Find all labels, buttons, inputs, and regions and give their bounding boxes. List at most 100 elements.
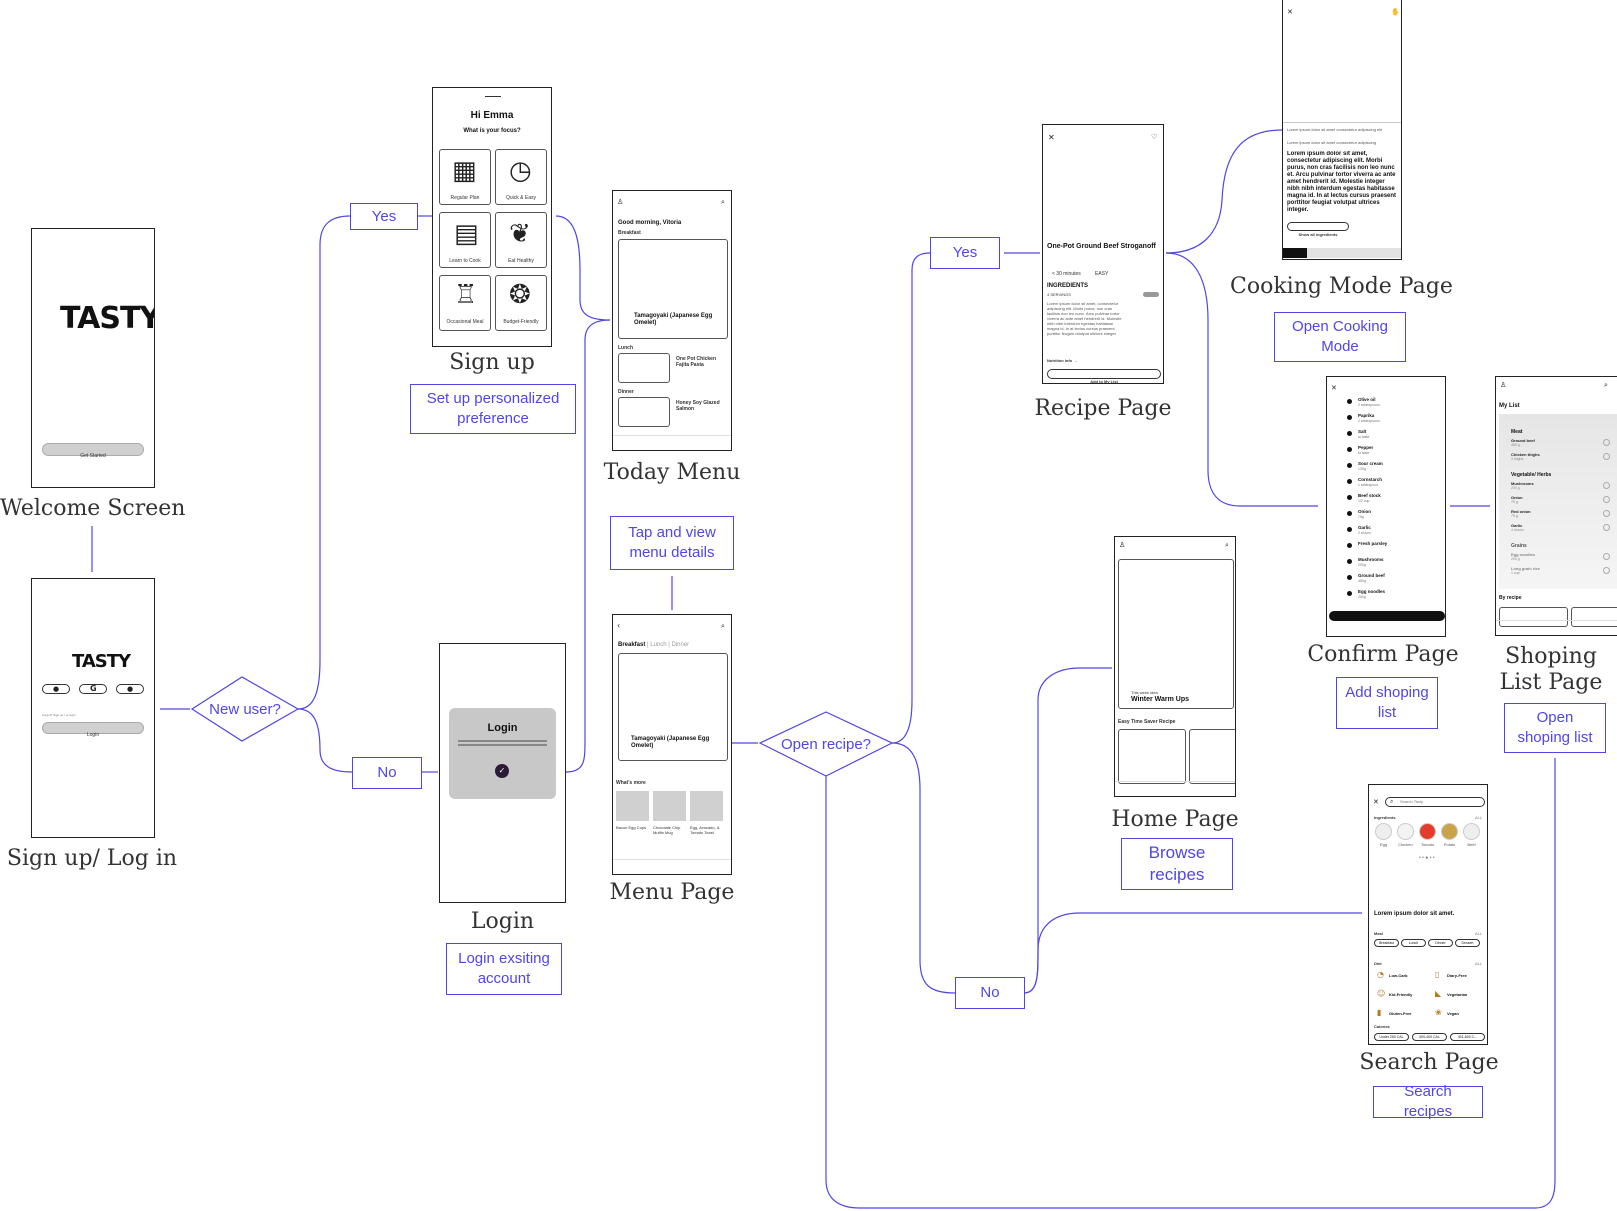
profile-icon[interactable]: ♙ [1119, 541, 1126, 549]
diet-option[interactable]: Low-Carb [1389, 973, 1408, 978]
diet-option[interactable]: Vegetarian [1447, 992, 1468, 997]
step-check-1[interactable]: Lorem ipsum dolor sit amet consectetur a… [1287, 127, 1383, 132]
ingredients-all-link[interactable]: ALL [1475, 815, 1483, 820]
meal-chip[interactable]: Lunch [1401, 939, 1426, 947]
lunch-item[interactable]: One Pot Chicken Fajita Pasta [676, 356, 717, 368]
step-check-2[interactable]: Lorem ipsum dolor sit amet consectetur a… [1287, 140, 1376, 145]
more-card-2[interactable] [653, 791, 686, 821]
ingredient-bullet[interactable] [1347, 511, 1352, 516]
diet-option[interactable]: Gluten-Free [1389, 1011, 1412, 1016]
facebook-login-button[interactable]: ● [116, 684, 144, 694]
diet-all-link[interactable]: ALL [1475, 961, 1483, 966]
shop-item-checkbox[interactable] [1603, 496, 1610, 503]
recipe-tile-1[interactable] [1118, 729, 1186, 784]
shop-item-checkbox[interactable] [1603, 482, 1610, 489]
shop-item-checkbox[interactable] [1603, 453, 1610, 460]
option-learn-to-cook[interactable]: ▤ Learn to Cook [439, 212, 491, 268]
hand-icon[interactable]: ✋ [1391, 8, 1400, 16]
option-eat-healthy[interactable]: ❦ Eat Healthy [495, 212, 547, 268]
login-button[interactable]: Login [42, 722, 144, 738]
ingredient-bullet[interactable] [1347, 543, 1352, 548]
apple-login-button[interactable]: ● [42, 684, 70, 694]
meal-tabs[interactable]: Breakfast | Lunch | Dinner [618, 642, 689, 648]
ingredient-bullet[interactable] [1347, 527, 1352, 532]
more-item-3[interactable]: Egg, Avocado, & Tomato Toast [690, 825, 720, 835]
shop-item-checkbox[interactable] [1603, 553, 1610, 560]
calorie-chip[interactable]: 300-400 CAL [1412, 1033, 1447, 1041]
search-icon[interactable]: ⌕ [721, 198, 725, 206]
option-quick-easy[interactable]: ◷ Quick & Easy [495, 149, 547, 205]
close-icon[interactable]: ✕ [1331, 384, 1337, 392]
meal-chip[interactable]: Breakfast [1374, 939, 1399, 947]
diet-option[interactable]: Diary-Free [1447, 973, 1467, 978]
profile-icon[interactable]: ♙ [1500, 381, 1507, 389]
ingredient-chip-icon[interactable] [1463, 823, 1480, 840]
shop-item-checkbox[interactable] [1603, 567, 1610, 574]
diet-option[interactable]: Vegan [1447, 1011, 1459, 1016]
shop-item-checkbox[interactable] [1603, 510, 1610, 517]
featured-card[interactable]: Tamagoyaki (Japanese Egg Omelet) [618, 653, 728, 761]
ingredient-bullet[interactable] [1347, 463, 1352, 468]
ingredient-bullet[interactable] [1347, 415, 1352, 420]
ingredient-chip-icon[interactable] [1419, 823, 1436, 840]
serving-stepper[interactable] [1143, 292, 1159, 297]
more-card-3[interactable] [690, 791, 723, 821]
more-card-1[interactable] [616, 791, 649, 821]
close-icon[interactable]: ✕ [1373, 798, 1379, 806]
shop-item-checkbox[interactable] [1603, 524, 1610, 531]
login-field-1[interactable] [458, 740, 547, 742]
ingredient-bullet[interactable] [1347, 575, 1352, 580]
close-icon[interactable]: ✕ [1048, 133, 1055, 142]
recipe-tile-2[interactable] [1189, 729, 1235, 784]
heart-icon[interactable]: ♡ [1151, 133, 1158, 141]
meal-chip[interactable]: Dinner [1428, 939, 1453, 947]
forgot-text[interactable]: Forgot? Sign up / or login [42, 713, 76, 717]
option-regular-plan[interactable]: ▦ Regular Plan [439, 149, 491, 205]
meal-all-link[interactable]: ALL [1475, 931, 1483, 936]
calorie-chip[interactable]: Under 250 CAL [1374, 1033, 1409, 1041]
more-item-2[interactable]: Chocolate Chip Muffin Mug [653, 825, 681, 835]
option-occasional-meal[interactable]: ♖ Occasional Meal [439, 275, 491, 331]
google-login-button[interactable]: G [79, 684, 107, 694]
ingredient-bullet[interactable] [1347, 447, 1352, 452]
diet-option[interactable]: Kid-Friendly [1389, 992, 1413, 997]
step-bar[interactable] [1283, 248, 1401, 258]
ingredient-chip-icon[interactable] [1375, 823, 1392, 840]
option-budget-friendly[interactable]: ❂ Budget-Friendly [495, 275, 547, 331]
ingredient-chip-icon[interactable] [1397, 823, 1414, 840]
shop-item-checkbox[interactable] [1603, 439, 1610, 446]
get-started-button[interactable]: Get Started [42, 443, 144, 459]
meal-chip[interactable]: Dessert [1455, 939, 1480, 947]
confirm-button[interactable]: Confirm [1329, 611, 1445, 626]
dinner-item[interactable]: Honey Soy Glazed Salmon [676, 400, 720, 412]
login-field-2[interactable] [458, 744, 547, 746]
recipe-card-2[interactable] [1571, 607, 1617, 627]
recipe-card-1[interactable] [1499, 607, 1568, 627]
ingredient-bullet[interactable] [1347, 431, 1352, 436]
lunch-thumb[interactable] [618, 353, 670, 383]
step-bar-active[interactable] [1283, 248, 1307, 258]
ingredient-bullet[interactable] [1347, 559, 1352, 564]
dinner-thumb[interactable] [618, 397, 670, 427]
more-item-1[interactable]: Bacon Egg Cups [616, 825, 647, 830]
search-icon[interactable]: ⌕ [1225, 541, 1229, 549]
tab-breakfast[interactable]: Breakfast [618, 642, 646, 648]
show-ingredients-button[interactable]: Show all ingredients [1287, 222, 1349, 237]
profile-icon[interactable]: ♙ [617, 198, 624, 206]
ingredient-bullet[interactable] [1347, 495, 1352, 500]
back-icon[interactable]: ‹ [617, 621, 621, 630]
calorie-chip[interactable]: 401-600 C... [1450, 1033, 1485, 1041]
ingredient-bullet[interactable] [1347, 399, 1352, 404]
ingredient-chip-icon[interactable] [1441, 823, 1458, 840]
search-input[interactable]: ⌕ Search Tasty [1385, 797, 1485, 807]
search-icon[interactable]: ⌕ [721, 622, 725, 630]
feature-card[interactable]: This week idea Winter Warm Ups [1118, 559, 1234, 709]
search-icon[interactable]: ⌕ [1604, 381, 1608, 389]
ingredient-bullet[interactable] [1347, 479, 1352, 484]
close-icon[interactable]: ✕ [1287, 8, 1293, 16]
nutrition-link[interactable]: Nutrition Info → [1047, 358, 1078, 363]
ingredient-bullet[interactable] [1347, 591, 1352, 596]
featured-card[interactable]: Tamagoyaki (Japanese Egg Omelet) [618, 239, 728, 339]
tab-others[interactable]: | Lunch | Dinner [647, 642, 690, 648]
add-to-list-button[interactable]: Add to My List [1047, 369, 1161, 383]
